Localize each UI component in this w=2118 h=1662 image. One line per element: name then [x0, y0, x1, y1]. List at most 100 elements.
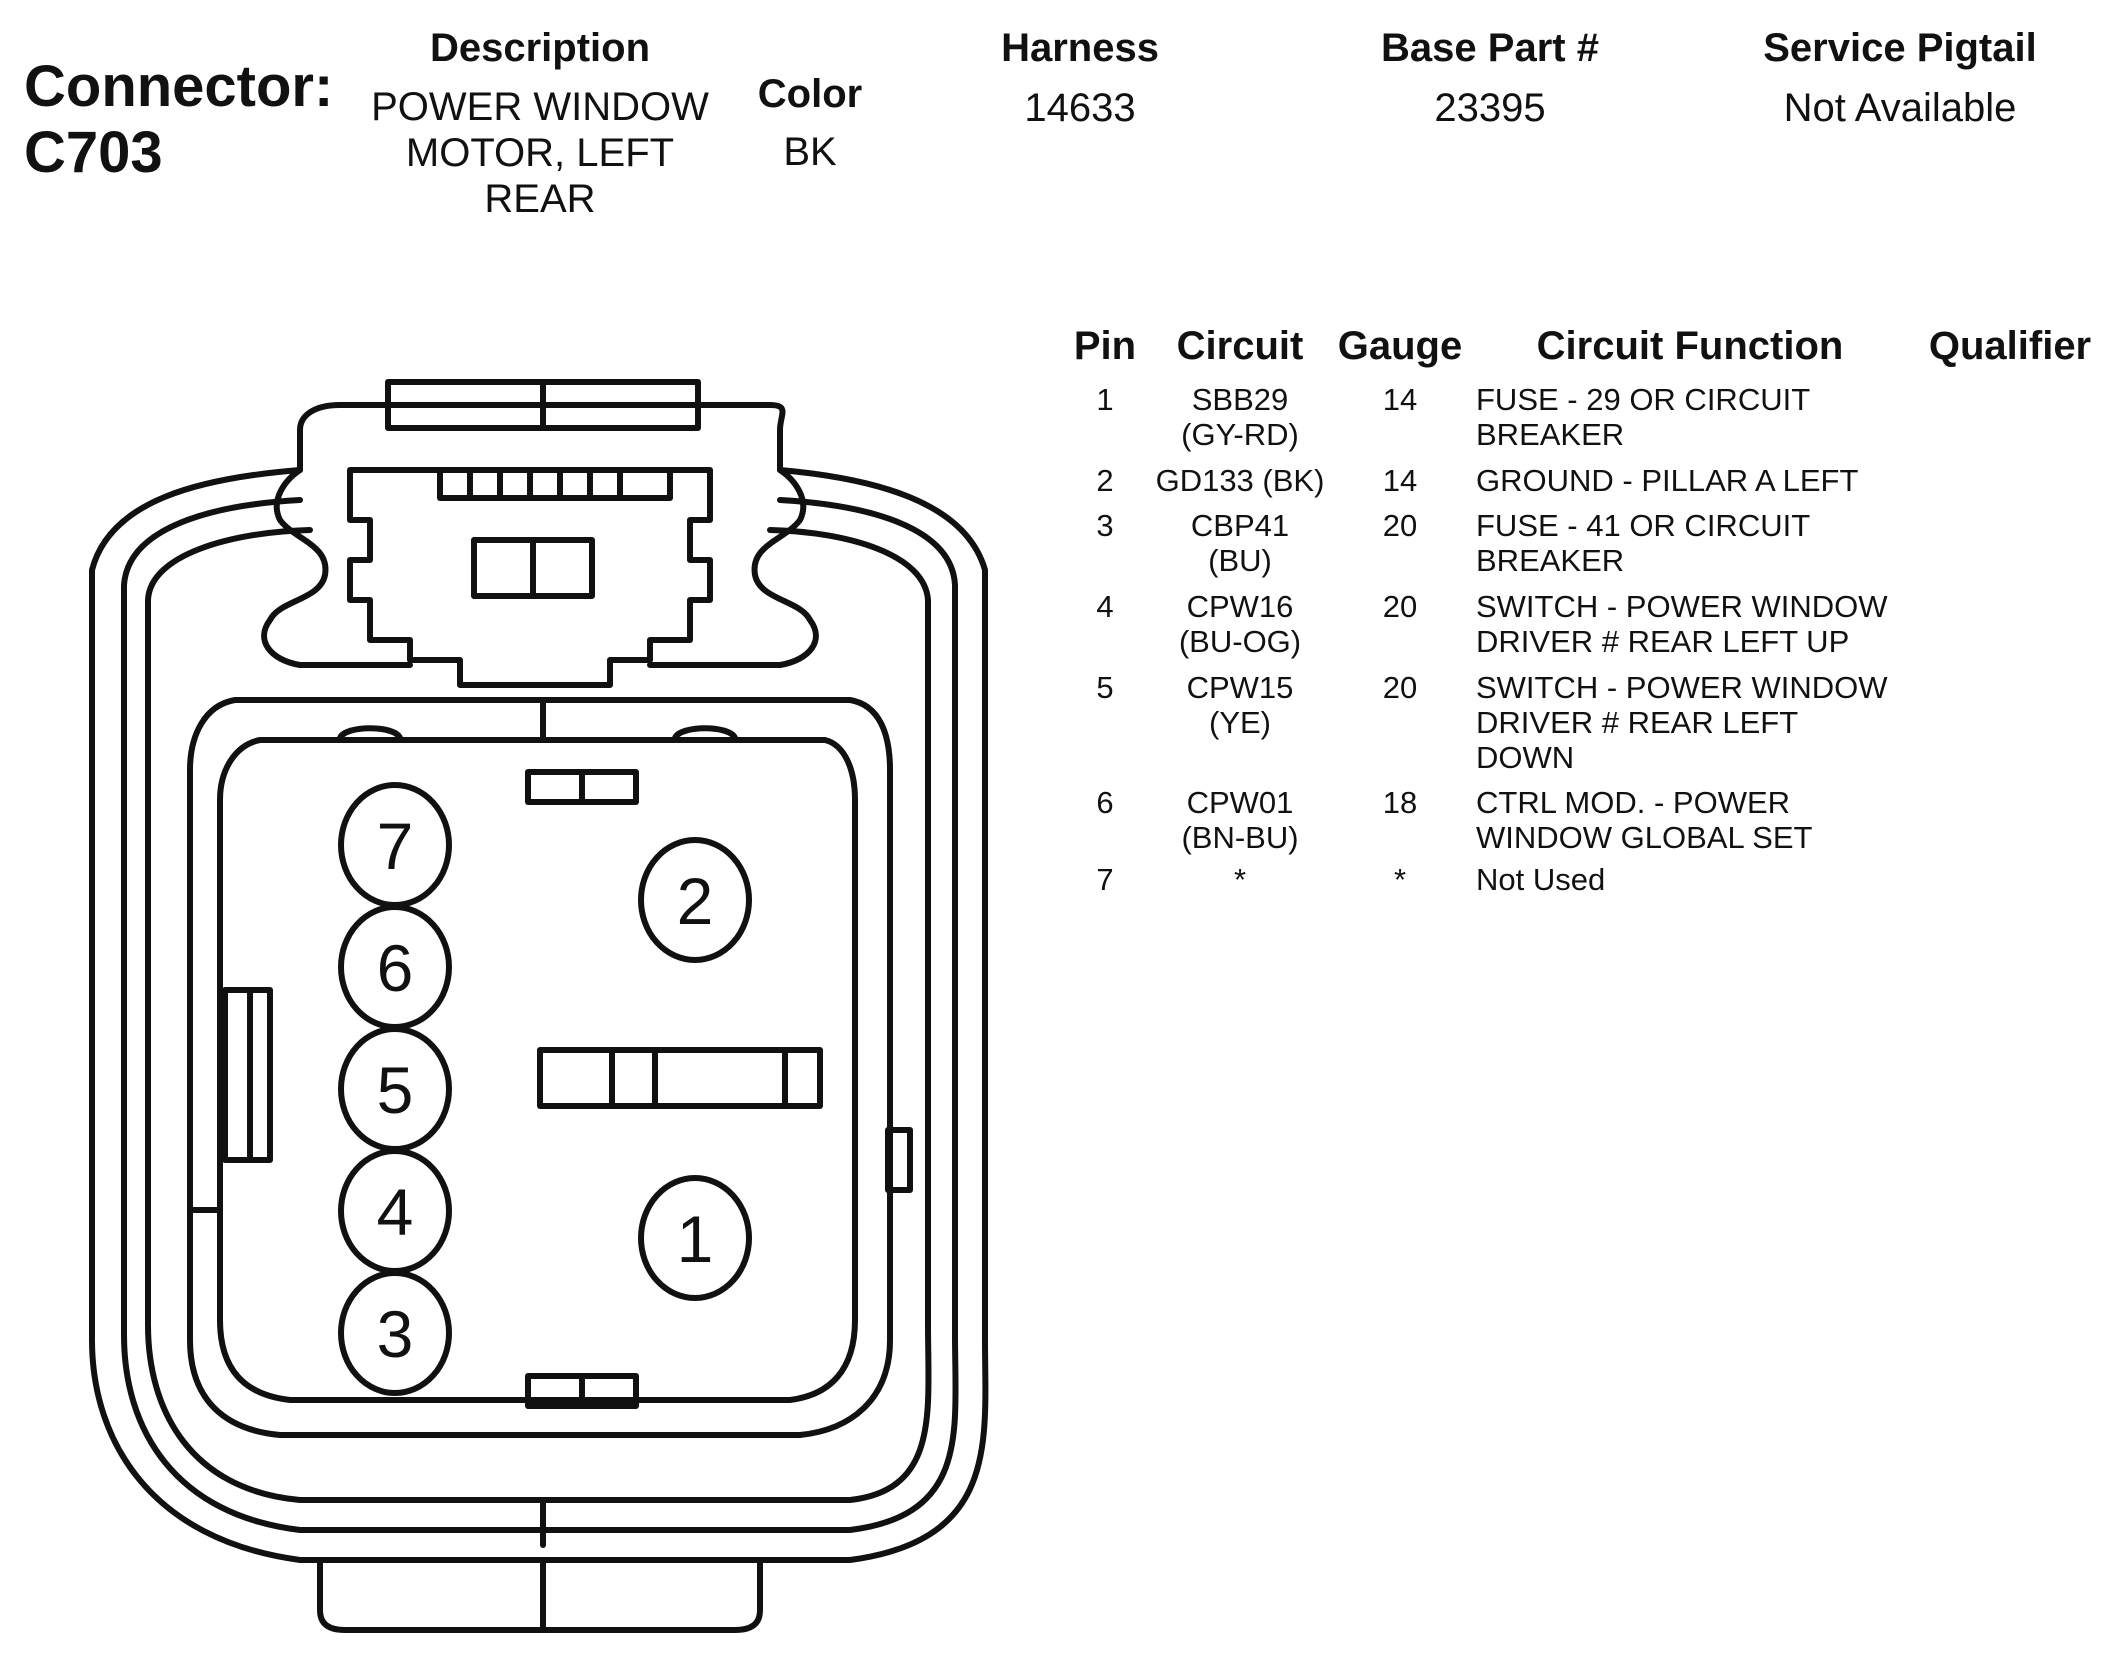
gauge-cell: 20 — [1382, 670, 1418, 705]
pin-cavity-1 — [638, 1175, 752, 1301]
circuit-function-cell-line: DRIVER # REAR LEFT UP — [1476, 624, 1850, 659]
description-line: POWER WINDOW — [371, 85, 709, 129]
pin-number-label: 2 — [677, 864, 714, 938]
table-row: 2 GD133 (BK) 14 GROUND - PILLAR A LEFT — [1060, 463, 2110, 498]
right-hook — [647, 467, 819, 668]
color-heading: Color — [757, 72, 863, 116]
circuit-cell-line: CPW01 — [1186, 785, 1294, 820]
circuit-column-header: Circuit — [1176, 324, 1304, 368]
circuit-function-cell-line: GROUND - PILLAR A LEFT — [1476, 463, 1859, 498]
pin-cell: 2 — [1096, 463, 1114, 498]
circuit-function-cell: GROUND - PILLAR A LEFT — [1476, 463, 1916, 498]
center-key-bar — [537, 1047, 823, 1109]
description-heading: Description — [429, 26, 651, 70]
circuit-function-cell-line: FUSE - 29 OR CIRCUIT — [1476, 382, 1811, 417]
pin-cell: 6 — [1096, 785, 1114, 820]
service-pigtail-heading: Service Pigtail — [1763, 26, 2037, 70]
service-pigtail-value: Not Available — [1783, 86, 2017, 130]
latch-housing — [297, 402, 786, 473]
left-hook — [261, 467, 413, 668]
circuit-cell-line: (BN-BU) — [1181, 820, 1299, 855]
pin-cell: 7 — [1096, 862, 1114, 897]
circuit-function-cell-line: FUSE - 41 OR CIRCUIT — [1476, 508, 1811, 543]
base-part-value: 23395 — [1434, 86, 1546, 130]
circuit-cell-line: (YE) — [1209, 705, 1271, 740]
circuit-function-cell: Not Used — [1476, 862, 1916, 897]
gauge-column-header: Gauge — [1337, 324, 1463, 368]
description-line: REAR — [484, 177, 596, 221]
color-value: BK — [783, 130, 837, 174]
pin-cell: 5 — [1096, 670, 1114, 705]
gauge-cell: 20 — [1382, 589, 1418, 624]
circuit-cell-line: * — [1233, 862, 1247, 897]
pin-number-label: 1 — [677, 1202, 714, 1276]
pin-cavity-2 — [638, 837, 752, 963]
pin-number-label: 3 — [377, 1297, 414, 1371]
circuit-cell: CPW01(BN-BU) — [1150, 785, 1330, 855]
connector-title: Connector: C703 — [24, 54, 333, 186]
circuit-cell-line: (BU-OG) — [1178, 624, 1302, 659]
base-part-heading: Base Part # — [1381, 26, 1599, 70]
housing-outer-shell — [89, 467, 989, 1563]
terminal-face-inner — [217, 737, 858, 1403]
pin-cell: 1 — [1096, 382, 1114, 417]
circuit-function-cell-line: WINDOW GLOBAL SET — [1476, 820, 1813, 855]
circuit-cell-line: CPW16 — [1186, 589, 1294, 624]
pin-cell: 3 — [1096, 508, 1114, 543]
harness-heading: Harness — [1001, 26, 1159, 70]
gauge-cell: 20 — [1382, 508, 1418, 543]
gauge-cell: 14 — [1382, 463, 1418, 498]
pin-number-label: 4 — [377, 1175, 414, 1249]
pin-cell: 4 — [1096, 589, 1114, 624]
circuit-cell: CBP41(BU) — [1150, 508, 1330, 578]
circuit-function-cell-line: CTRL MOD. - POWER — [1476, 785, 1791, 820]
pin-number-label: 7 — [377, 809, 414, 883]
circuit-cell: * — [1150, 862, 1330, 897]
housing-third-shell — [145, 527, 932, 1503]
circuit-cell-line: SBB29 — [1191, 382, 1289, 417]
circuit-cell: SBB29(GY-RD) — [1150, 382, 1330, 452]
description-value: POWER WINDOW MOTOR, LEFT REAR — [340, 84, 740, 222]
circuit-function-cell-line: DOWN — [1476, 740, 1575, 775]
circuit-cell: CPW15(YE) — [1150, 670, 1330, 740]
circuit-function-cell-line: SWITCH - POWER WINDOW — [1476, 589, 1888, 624]
circuit-function-cell-line: DRIVER # REAR LEFT — [1476, 705, 1799, 740]
qualifier-column-header: Qualifier — [1928, 324, 2092, 368]
pin-column-header: Pin — [1073, 324, 1137, 368]
harness-value: 14633 — [1024, 86, 1136, 130]
latch-slot-strip — [437, 467, 673, 501]
pin-number-label: 5 — [377, 1053, 414, 1127]
circuit-function-cell-line: SWITCH - POWER WINDOW — [1476, 670, 1888, 705]
circuit-cell-line: CPW15 — [1186, 670, 1294, 705]
circuit-function-cell-line: BREAKER — [1476, 543, 1625, 578]
right-side-tab — [885, 1127, 913, 1193]
table-row: 7 * * Not Used — [1060, 862, 2110, 897]
circuit-cell-line: (GY-RD) — [1181, 417, 1299, 452]
gauge-cell: 18 — [1382, 785, 1418, 820]
circuit-cell: CPW16(BU-OG) — [1150, 589, 1330, 659]
pin-number-label: 6 — [377, 931, 414, 1005]
circuit-cell-line: GD133 (BK) — [1155, 463, 1325, 498]
circuit-cell-line: CBP41 — [1190, 508, 1290, 543]
circuit-function-cell-line: BREAKER — [1476, 417, 1625, 452]
circuit-cell-line: (BU) — [1208, 543, 1272, 578]
housing-inner-shell — [121, 497, 959, 1533]
gauge-cell: * — [1393, 862, 1407, 897]
circuit-function-cell-line: Not Used — [1476, 862, 1606, 897]
connector-label: Connector: — [24, 54, 334, 119]
gauge-cell: 14 — [1382, 382, 1418, 417]
circuit-cell: GD133 (BK) — [1150, 463, 1330, 498]
circuit-function-column-header: Circuit Function — [1536, 324, 1844, 368]
pin-cavity-7 — [338, 782, 452, 908]
connector-id: C703 — [24, 120, 163, 185]
terminal-face — [187, 697, 893, 1438]
